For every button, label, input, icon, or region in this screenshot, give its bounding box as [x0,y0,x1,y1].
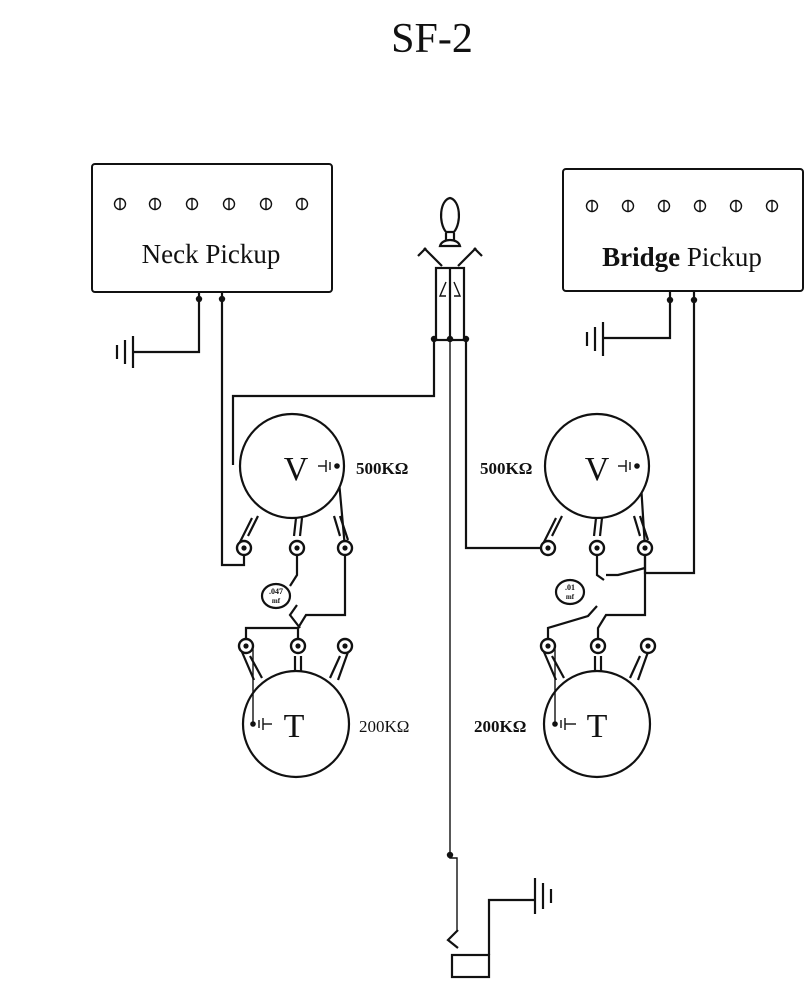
bridge-tone-pot: T [539,637,657,779]
neck-volume-value: 500KΩ [356,459,408,478]
bridge-capacitor: .01 mf [554,578,586,606]
neck-volume-pot: V [235,412,354,557]
bridge-volume-pot: V [539,412,654,557]
neck-tone-value: 200KΩ [359,717,409,736]
pole-piece [222,197,236,211]
diagram-title: SF-2 [391,16,473,62]
ground-tick [318,460,340,472]
neck-tone-pot: T [237,637,354,779]
neck-pickup-label: Neck Pickup [142,239,281,269]
bridge-volume-letter: V [585,451,610,488]
toggle-switch [417,196,483,343]
bridge-volume-value: 500KΩ [480,459,532,478]
wiring [133,291,698,955]
neck-capacitor: .047 mf [260,582,292,610]
neck-tone-letter: T [284,708,305,745]
neck-pickup: Neck Pickup [91,163,333,293]
svg-text:mf: mf [272,597,281,605]
svg-text:.047: .047 [269,587,283,596]
neck-volume-letter: V [284,451,309,488]
ground-tick [618,460,640,472]
pole-piece [185,197,199,211]
pole-piece [729,199,743,213]
bridge-tone-value: 200KΩ [474,717,526,736]
svg-text:mf: mf [566,593,575,601]
jack-ground-symbol [533,878,553,914]
neck-pickup-poles [113,197,309,211]
output-jack [446,929,491,979]
bridge-tone-letter: T [587,708,608,745]
pole-piece [113,197,127,211]
pole-piece [621,199,635,213]
bridge-pickup-poles [585,199,779,213]
pole-piece [765,199,779,213]
bridge-pickup: Bridge Pickup [562,168,804,292]
pole-piece [295,197,309,211]
pole-piece [657,199,671,213]
pole-piece [693,199,707,213]
svg-text:.01: .01 [565,583,575,592]
neck-ground-symbol [115,336,135,368]
pole-piece [148,197,162,211]
pole-piece [259,197,273,211]
pole-piece [585,199,599,213]
bridge-pickup-label: Bridge Pickup [602,242,762,272]
bridge-ground-symbol [585,322,605,356]
